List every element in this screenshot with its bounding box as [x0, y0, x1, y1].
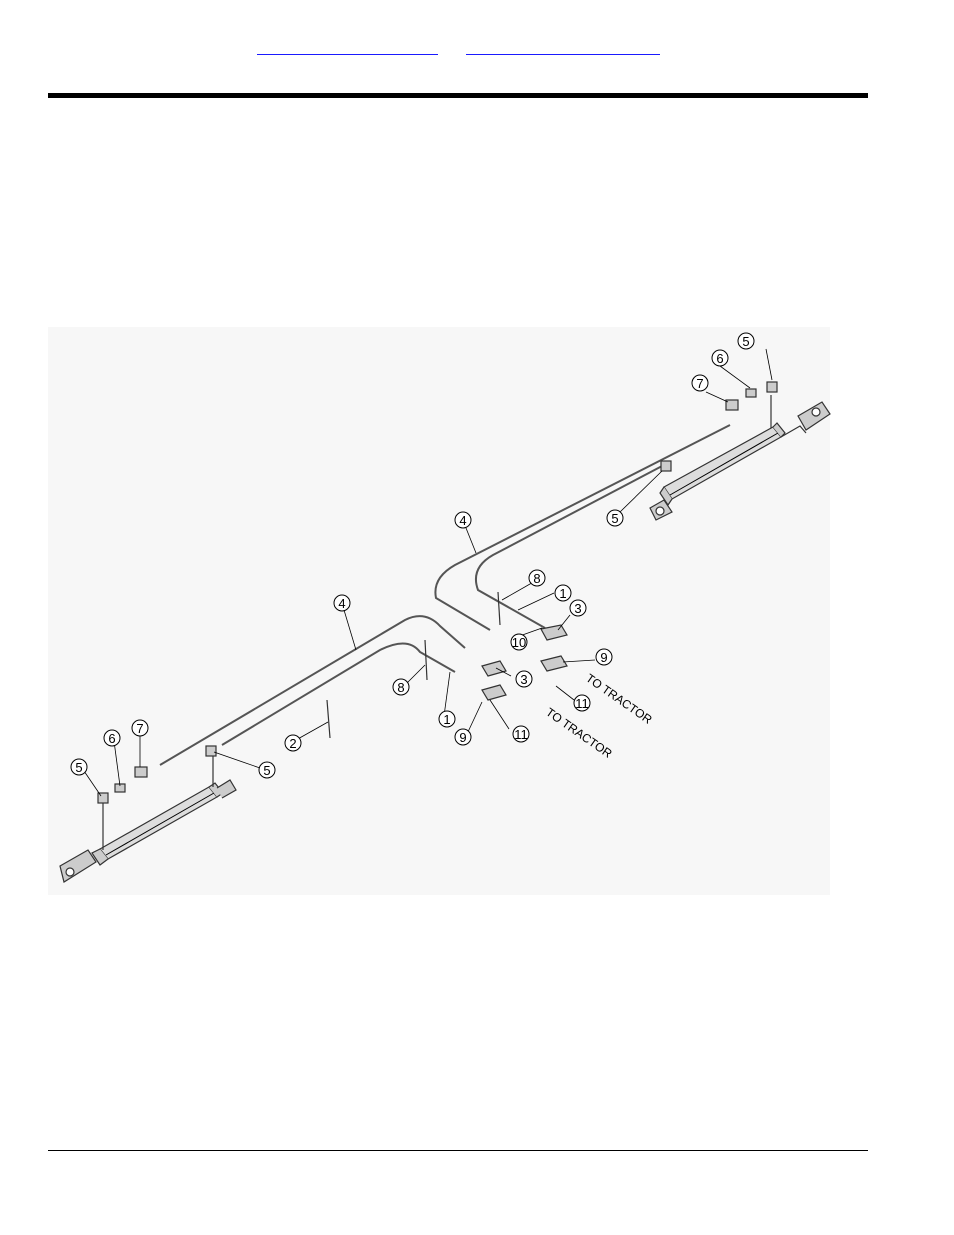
callout-5: 5 [742, 334, 749, 349]
callout-circle [438, 710, 456, 728]
callout-circle [737, 332, 755, 350]
callout-9: 9 [600, 650, 607, 665]
callout-11: 11 [514, 727, 528, 742]
header-rule [48, 93, 868, 98]
callout-circles [70, 332, 755, 779]
callout-9: 9 [459, 730, 466, 745]
callout-7: 7 [136, 721, 143, 736]
fittings [97, 381, 778, 804]
hose-tubes [159, 424, 731, 766]
callout-1: 1 [443, 712, 450, 727]
callout-10: 10 [512, 635, 526, 650]
callout-3: 3 [574, 601, 581, 616]
callout-circle [554, 584, 572, 602]
callout-circle [569, 599, 587, 617]
callout-circle [103, 729, 121, 747]
to-tractor-note-upper: TO TRACTOR [583, 671, 655, 727]
callout-8: 8 [533, 571, 540, 586]
footer-rule [48, 1150, 868, 1151]
callout-circle [131, 719, 149, 737]
callout-circle [284, 734, 302, 752]
to-tractor-note-lower: TO TRACTOR [543, 705, 615, 761]
callout-6: 6 [108, 731, 115, 746]
callout-circle [510, 633, 528, 651]
callout-5: 5 [611, 511, 618, 526]
callout-1: 1 [559, 586, 566, 601]
callout-5: 5 [263, 763, 270, 778]
callout-circle [392, 678, 410, 696]
callout-circle [333, 594, 351, 612]
callout-8: 8 [397, 680, 404, 695]
callout-circle [595, 648, 613, 666]
header-link-2[interactable] [466, 40, 660, 55]
callout-circle [691, 374, 709, 392]
callout-4: 4 [459, 513, 466, 528]
callout-circle [258, 761, 276, 779]
callout-circle [528, 569, 546, 587]
callout-circle [512, 725, 530, 743]
callout-2: 2 [289, 736, 296, 751]
header-link-1[interactable] [257, 40, 438, 55]
callout-circle [606, 509, 624, 527]
callout-7: 7 [696, 376, 703, 391]
callout-3: 3 [520, 672, 527, 687]
callout-circle [70, 758, 88, 776]
callout-4: 4 [338, 596, 345, 611]
callout-circle [573, 694, 591, 712]
callout-circle [454, 728, 472, 746]
callout-circle [711, 349, 729, 367]
leader-lines [81, 348, 773, 797]
callout-5: 5 [75, 760, 82, 775]
left-cylinder [59, 752, 237, 883]
callout-11: 11 [575, 696, 589, 711]
callout-6: 6 [716, 351, 723, 366]
callout-circle [515, 670, 533, 688]
callout-circle [454, 511, 472, 529]
brackets [481, 624, 568, 701]
drawing-panel [48, 327, 830, 895]
right-cylinder [649, 395, 831, 521]
